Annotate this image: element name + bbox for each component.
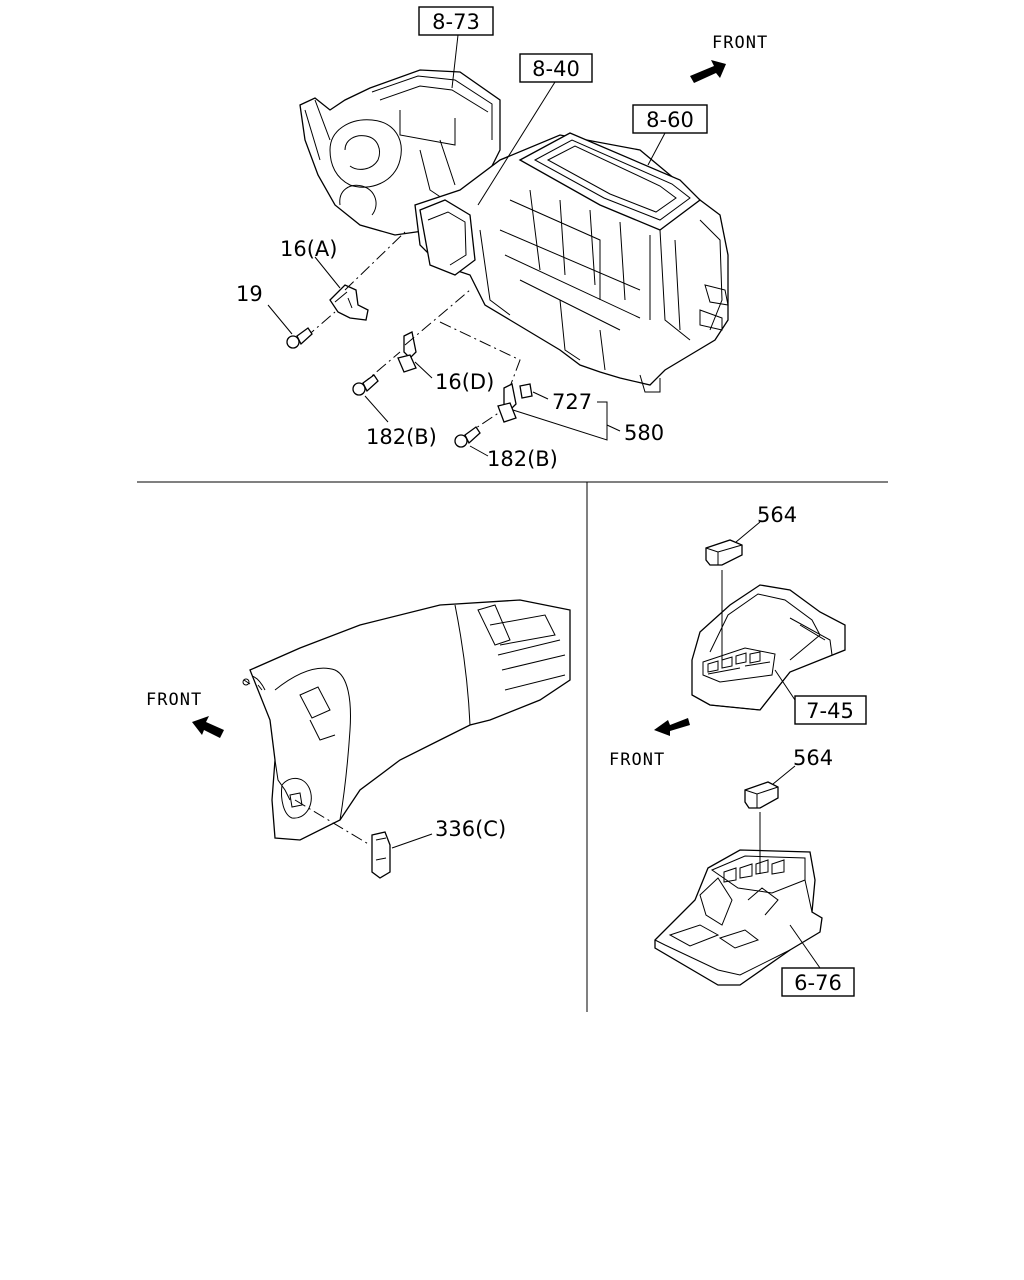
ref-box-6-76[interactable] [781, 967, 855, 997]
leader-182b-upper [364, 395, 389, 423]
part-182b-upper: 182(B) [366, 425, 437, 449]
leader-16a [314, 256, 341, 289]
front-label-left: FRONT [146, 690, 202, 710]
bracket-580 [512, 401, 608, 441]
part-727: 727 [552, 390, 592, 414]
bracket-16a [329, 284, 369, 321]
leader-727 [532, 391, 549, 400]
ref-box-8-40[interactable] [519, 53, 593, 83]
dash-336c [294, 799, 371, 846]
ref-box-8-73[interactable] [418, 6, 494, 36]
leader-564b [772, 765, 796, 785]
leader-580 [606, 424, 621, 432]
front-arrow-left-icon [192, 716, 224, 738]
leader-336c [391, 833, 433, 849]
part-564a: 564 [757, 503, 797, 527]
ref-8-60: 8-60 [646, 108, 694, 132]
screw-182b-upper [352, 374, 379, 396]
front-arrow-right-icon [654, 718, 690, 736]
front-label-top: FRONT [712, 33, 768, 53]
ref-7-45: 7-45 [806, 699, 854, 723]
part-580: 580 [624, 421, 664, 445]
dashboard-drawing [242, 599, 571, 841]
leader-6-76 [789, 924, 821, 969]
ref-6-76: 6-76 [794, 971, 842, 995]
heater-unit-drawing [414, 132, 729, 393]
clip-727 [519, 383, 533, 399]
clip-564b [744, 781, 779, 809]
leader-16d [414, 361, 433, 379]
leader-182b-lower [469, 445, 489, 457]
front-arrow-top-icon [690, 60, 726, 83]
leader-564a [735, 521, 761, 543]
ref-8-73: 8-73 [432, 10, 480, 34]
console-7-45-drawing [691, 584, 846, 711]
leader-7-45 [774, 669, 796, 701]
part-16d: 16(D) [435, 370, 494, 394]
ref-8-40: 8-40 [532, 57, 580, 81]
front-label-right: FRONT [609, 750, 665, 770]
clip-564a [705, 539, 743, 566]
bracket-lower [497, 383, 517, 423]
bracket-336c [371, 831, 391, 879]
part-564b: 564 [793, 746, 833, 770]
screw-182b-lower [454, 426, 481, 448]
ref-box-8-60[interactable] [632, 104, 708, 134]
leader-8-60 [647, 132, 666, 166]
console-6-76-drawing [654, 849, 823, 986]
screw-19 [286, 327, 313, 349]
leader-8-73 [451, 34, 459, 89]
part-336c: 336(C) [435, 817, 506, 841]
ref-box-7-45[interactable] [794, 695, 867, 725]
part-19: 19 [236, 282, 263, 306]
part-182b-lower: 182(B) [487, 447, 558, 471]
leader-8-40 [477, 81, 556, 206]
leader-19 [267, 304, 293, 335]
dash-chain [439, 321, 521, 393]
dash-16d-upper [404, 289, 471, 346]
dash-16a [344, 231, 406, 291]
part-16a: 16(A) [280, 237, 337, 261]
